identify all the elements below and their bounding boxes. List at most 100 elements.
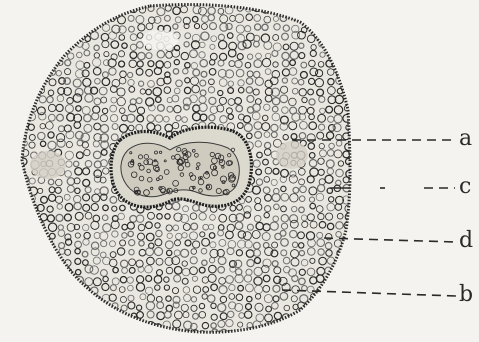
cell: [328, 6, 335, 13]
cell: [343, 286, 348, 291]
cell: [49, 276, 55, 282]
cell: [334, 15, 341, 22]
cell: [20, 303, 26, 309]
cell: [49, 43, 57, 51]
cell: [309, 7, 315, 13]
cell: [347, 14, 353, 20]
cell: [148, 331, 153, 336]
cell: [102, 311, 109, 318]
cell: [56, 283, 64, 291]
cell: [57, 33, 65, 41]
cell: [29, 301, 37, 309]
cell: [65, 17, 71, 23]
cell: [325, 35, 332, 42]
cell: [22, 312, 30, 320]
cell: [49, 293, 57, 301]
cell: [47, 34, 54, 41]
cell: [83, 294, 88, 299]
cell: [20, 79, 28, 87]
cell: [38, 249, 46, 257]
cell: [22, 97, 28, 103]
cell: [75, 17, 81, 23]
cell: [343, 276, 351, 284]
cell: [32, 17, 37, 22]
cell: [56, 276, 63, 283]
cell: [337, 295, 342, 300]
cell: [280, 330, 286, 336]
cell: [48, 50, 56, 58]
cell: [336, 258, 342, 264]
cell: [29, 72, 35, 78]
cell: [20, 322, 27, 329]
cell: [336, 41, 344, 49]
cell: [290, 332, 296, 338]
cell: [58, 295, 64, 301]
cell: [309, 17, 314, 22]
cell: [29, 333, 35, 339]
cell: [57, 14, 63, 20]
cell: [301, 313, 308, 320]
cell: [29, 259, 35, 265]
cell: [41, 17, 47, 23]
cell: [20, 275, 27, 282]
cell: [54, 331, 62, 339]
cell: [318, 312, 326, 320]
cell: [21, 248, 27, 254]
cell: [327, 321, 334, 328]
cell: [30, 267, 38, 275]
cell: [31, 312, 38, 319]
cell: [55, 4, 63, 12]
cell: [47, 312, 53, 318]
cell: [39, 287, 46, 294]
cell: [86, 17, 91, 22]
cell: [85, 303, 92, 310]
cell: [30, 88, 35, 93]
cell: [22, 267, 29, 274]
cell: [65, 314, 72, 321]
cell: [19, 205, 27, 213]
cell: [21, 189, 27, 195]
cell: [39, 72, 45, 78]
cell: [102, 333, 108, 339]
cell: [108, 313, 116, 321]
cell: [308, 331, 316, 339]
cell: [21, 198, 27, 204]
cell: [335, 54, 341, 60]
cell: [346, 52, 352, 58]
cell: [337, 6, 345, 14]
cell: [38, 233, 44, 239]
cell: [86, 324, 91, 329]
cell: [129, 323, 136, 330]
cell: [273, 333, 278, 338]
cell: [120, 323, 127, 330]
cell: [335, 304, 342, 311]
cell: [90, 322, 98, 330]
cell: [64, 332, 71, 339]
cell: [334, 23, 341, 30]
cell: [37, 7, 44, 14]
cell: [344, 79, 350, 85]
cell: [308, 23, 314, 29]
label-d: d: [459, 230, 473, 252]
cell: [19, 89, 26, 96]
cell: [73, 24, 81, 32]
cell: [20, 16, 28, 24]
right-tissue-patch: [276, 141, 308, 169]
cell: [346, 41, 353, 48]
cell: [155, 330, 161, 336]
cell: [301, 330, 308, 337]
cell: [335, 332, 342, 339]
cell: [22, 239, 28, 245]
cell: [29, 34, 34, 39]
cell: [29, 214, 35, 220]
cell: [38, 321, 45, 328]
cell: [49, 302, 55, 308]
cell: [77, 303, 82, 308]
cell: [326, 330, 332, 336]
cell: [77, 323, 83, 329]
cell: [318, 295, 325, 302]
cell: [37, 302, 44, 309]
cell: [40, 26, 46, 32]
cell: [342, 313, 349, 320]
